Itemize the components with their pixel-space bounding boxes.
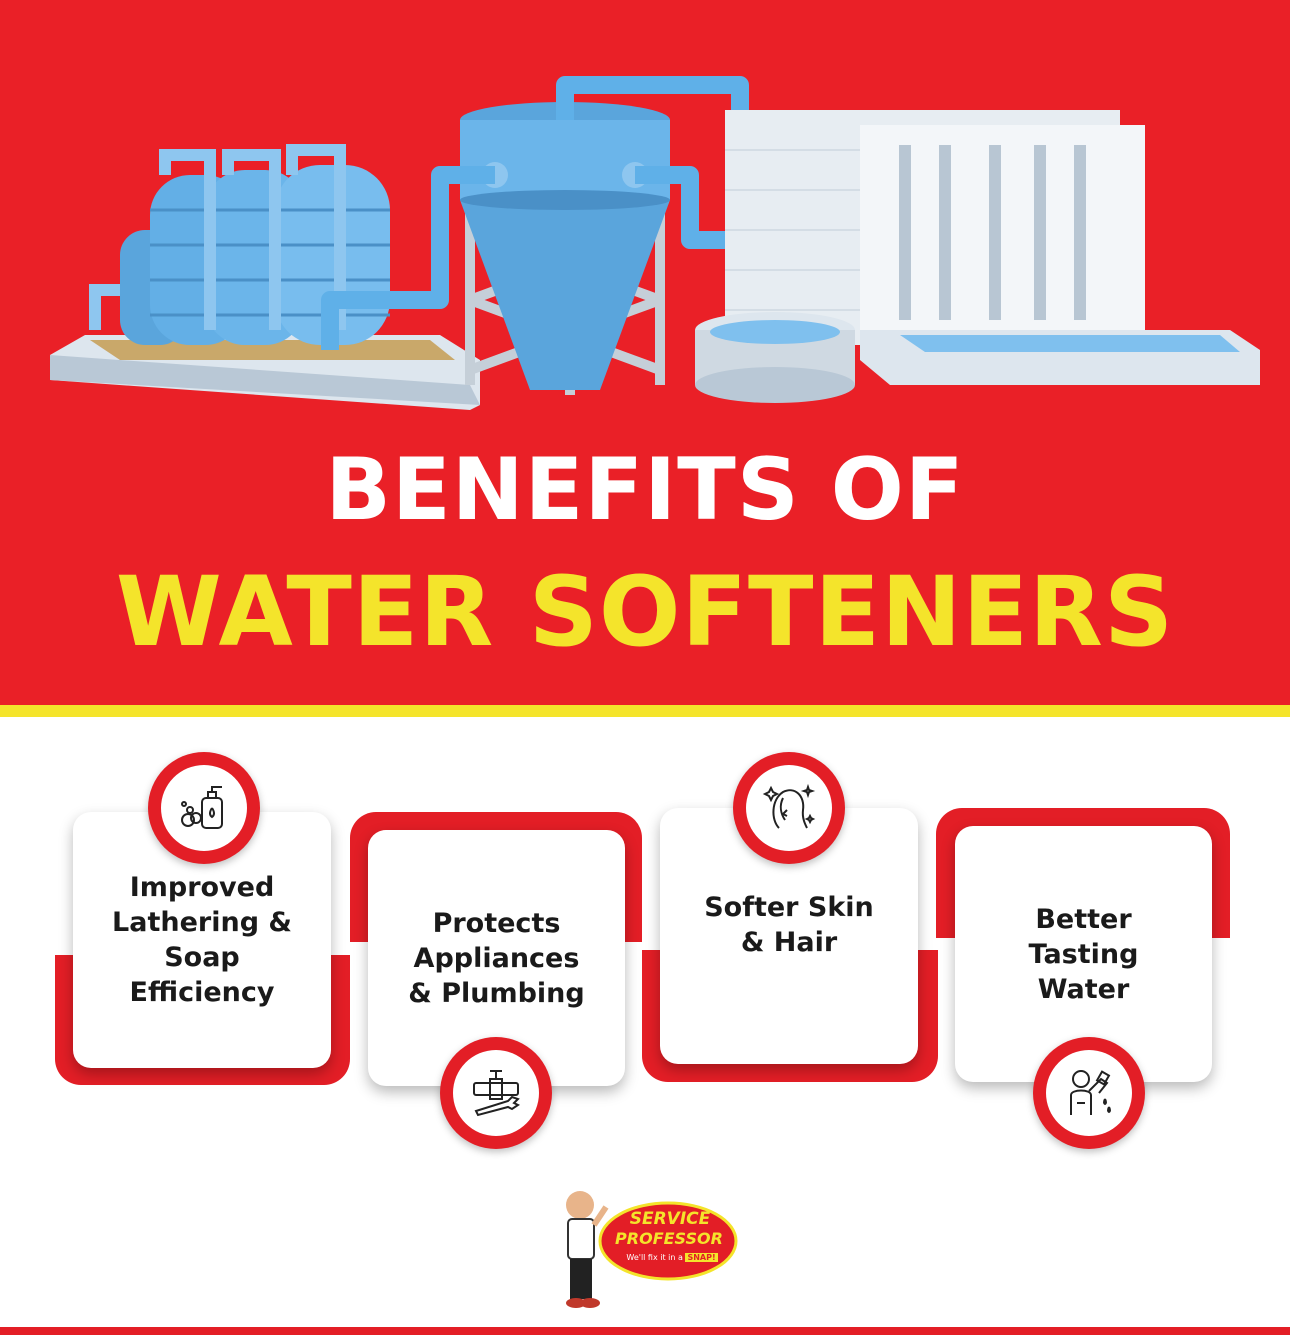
icon-badge-3 <box>733 752 845 864</box>
soap-dispenser-icon <box>181 786 223 829</box>
logo-tagline: We'll fix it in a <box>626 1253 683 1262</box>
icon-badge-2 <box>440 1037 552 1149</box>
logo-service: SERVICE <box>629 1209 711 1229</box>
hair-sparkle-icon <box>762 783 816 829</box>
icon-badge-4 <box>1033 1037 1145 1149</box>
headline-water-softeners: WATER SOFTENERS <box>115 556 1175 668</box>
benefit-label-appliances: Protects Appliances & Plumbing <box>408 907 585 1009</box>
pipe-wrench-icon <box>473 1070 520 1117</box>
icon-badge-1 <box>148 752 260 864</box>
benefit-label-tasting-water: Better Tasting Water <box>1028 903 1139 1005</box>
water-treatment-plant-illustration <box>50 76 1260 410</box>
benefit-label-skin-hair: Softer Skin & Hair <box>704 892 874 958</box>
logo-snap: SNAP! <box>685 1253 718 1262</box>
logo-professor: PROFESSOR <box>615 1229 723 1248</box>
bottom-red-line <box>0 1327 1290 1335</box>
benefit-label-lathering: Improved Lathering & Soap Efficiency <box>112 872 292 1008</box>
service-professor-logo: SERVICE PROFESSOR We'll fix it in a SNAP… <box>548 1183 748 1313</box>
yellow-divider <box>0 705 1290 717</box>
headline-benefits-of: BENEFITS OF <box>325 440 965 540</box>
person-drinking-icon <box>1070 1070 1111 1115</box>
hero-banner: BENEFITS OF WATER SOFTENERS <box>0 0 1290 705</box>
logo-tagline-row: We'll fix it in a SNAP! <box>612 1253 732 1262</box>
professor-mascot-icon <box>566 1191 738 1308</box>
